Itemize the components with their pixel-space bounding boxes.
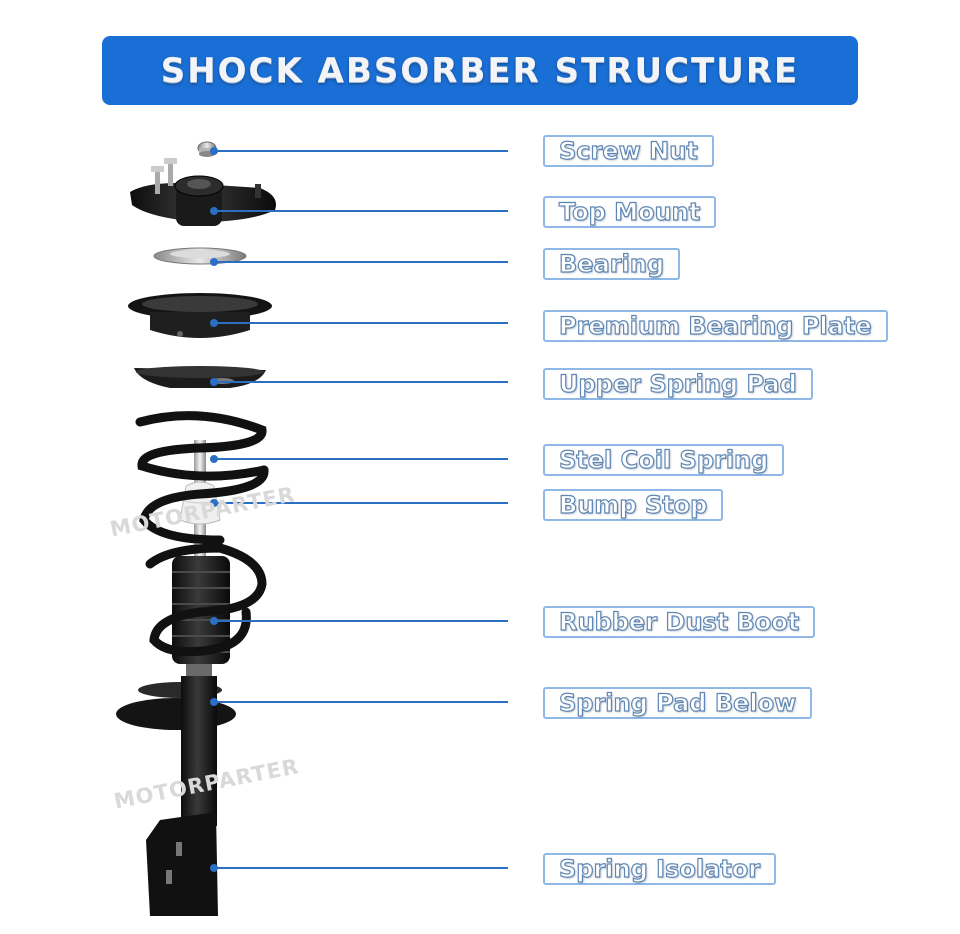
premium-bearing-plate-part [128, 293, 272, 338]
label-upper-spring-pad: Upper Spring Pad [543, 368, 813, 400]
label-top-mount: Top Mount [543, 196, 717, 228]
label-steel-coil-spring: Stel Coil Spring [543, 444, 785, 476]
label-spring-pad-below: Spring Pad Below [543, 687, 813, 719]
label-screw-nut: Screw Nut [543, 135, 714, 167]
label-bearing: Bearing [543, 248, 681, 280]
bearing-part [153, 247, 247, 265]
label-premium-bearing-plate: Premium Bearing Plate [543, 310, 888, 342]
label-rubber-dust-boot: Rubber Dust Boot [543, 606, 816, 638]
label-spring-isolator: Spring Isolator [543, 853, 777, 885]
steel-coil-spring-part [135, 411, 269, 657]
spring-pad-below-part [116, 664, 236, 730]
leader-lines [214, 150, 508, 869]
upper-spring-pad-part [134, 366, 266, 388]
top-mount-part [130, 158, 276, 226]
label-bump-stop: Bump Stop [543, 489, 724, 521]
page-title: SHOCK ABSORBER STRUCTURE [160, 50, 800, 91]
title-banner: SHOCK ABSORBER STRUCTURE [102, 36, 858, 105]
leader-dots [210, 147, 218, 872]
